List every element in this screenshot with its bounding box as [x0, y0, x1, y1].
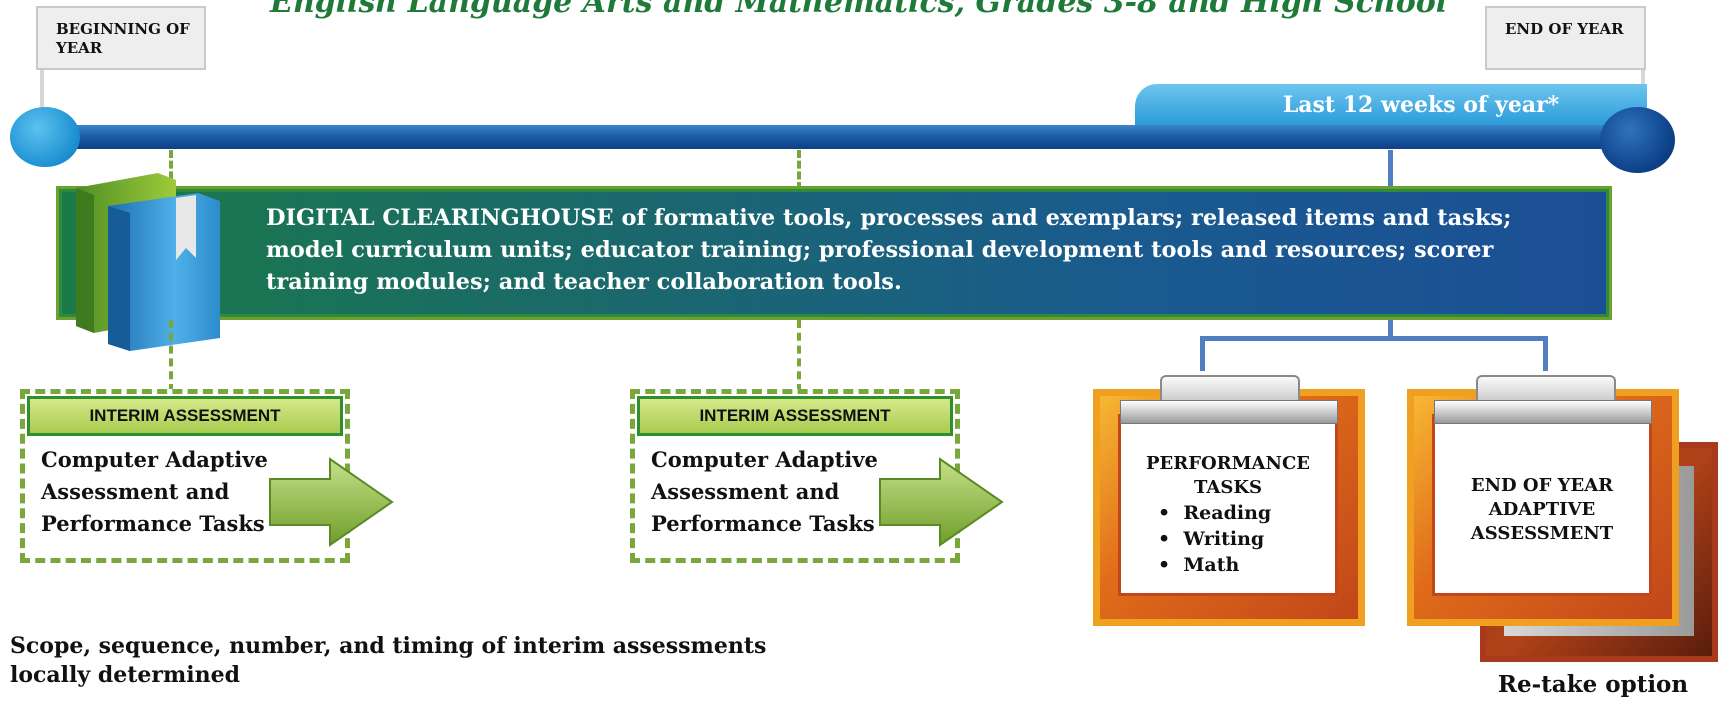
performance-tasks-heading: PERFORMANCE: [1145, 453, 1311, 474]
timeline-end-cap: [1600, 107, 1675, 173]
bracket-right: [1543, 336, 1548, 371]
arrow-right-icon: [269, 457, 394, 547]
end-of-year-heading: END OF YEAR: [1470, 475, 1614, 496]
performance-tasks-content: PERFORMANCE TASKS • Reading • Writing • …: [1118, 452, 1338, 578]
end-of-year-heading: ASSESSMENT: [1470, 523, 1614, 544]
connector-2: [797, 150, 801, 190]
digital-clearinghouse-text: DIGITAL CLEARINGHOUSE of formative tools…: [266, 205, 1512, 295]
interim-assessment-heading: INTERIM ASSESSMENT: [637, 396, 953, 436]
end-of-year-heading: ADAPTIVE: [1488, 499, 1596, 520]
end-of-year-box: END OF YEAR: [1485, 6, 1646, 70]
books-icon: [76, 173, 220, 351]
connector-6: [1388, 320, 1393, 339]
timeline-start-cap: [10, 107, 80, 167]
performance-tasks-heading: TASKS: [1193, 477, 1263, 498]
clip-bar: [1434, 400, 1652, 424]
bracket-left: [1200, 336, 1205, 371]
performance-task-item: • Math: [1158, 554, 1240, 576]
interim-line: Assessment and: [651, 479, 840, 504]
interim-line: Computer Adaptive: [651, 447, 878, 472]
arrow-right-icon: [879, 457, 1004, 547]
interim-assessment-heading: INTERIM ASSESSMENT: [27, 396, 343, 436]
beginning-of-year-box: BEGINNING OF YEAR: [36, 6, 206, 70]
start-post: [40, 68, 44, 118]
digital-clearinghouse-banner: [56, 186, 1612, 320]
connector-4: [169, 320, 173, 392]
end-of-year-assessment-content: END OF YEAR ADAPTIVE ASSESSMENT: [1432, 474, 1652, 546]
interim-line: Performance Tasks: [651, 511, 875, 536]
bracket-horizontal: [1200, 336, 1548, 341]
performance-task-item: • Reading: [1158, 502, 1272, 524]
clip-bar: [1120, 400, 1338, 424]
connector-5: [797, 320, 801, 392]
connector-1: [169, 150, 173, 190]
beginning-of-year-label: BEGINNING OF YEAR: [56, 20, 190, 57]
interim-assessment-box-2: INTERIM ASSESSMENT Computer Adaptive Ass…: [630, 389, 960, 563]
last-12-weeks-tab: Last 12 weeks of year*: [1135, 84, 1647, 126]
interim-assessment-box-1: INTERIM ASSESSMENT Computer Adaptive Ass…: [20, 389, 350, 563]
interim-scope-note: Scope, sequence, number, and timing of i…: [10, 633, 767, 688]
retake-option-note: Re-take option: [1497, 671, 1689, 698]
performance-task-item: • Writing: [1158, 528, 1265, 550]
interim-line: Assessment and: [41, 479, 230, 504]
performance-tasks-sheet: [1118, 414, 1338, 596]
end-of-year-sheet: [1432, 414, 1652, 596]
diagram-title: English Language Arts and Mathematics, G…: [270, 0, 1448, 20]
end-of-year-label: END OF YEAR: [1505, 20, 1624, 38]
interim-line: Performance Tasks: [41, 511, 265, 536]
interim-line: Computer Adaptive: [41, 447, 268, 472]
timeline-bar: [30, 125, 1640, 149]
connector-3: [1388, 150, 1393, 188]
